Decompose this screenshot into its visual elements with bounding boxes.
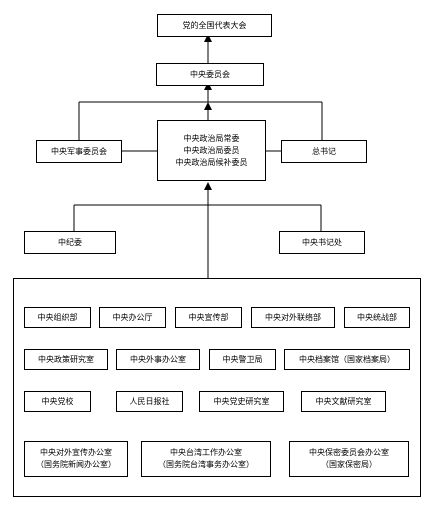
dept-external-publicity-box: 中央对外宣传办公室 （国务院新闻办公室） [24,441,128,477]
dept-label: 中央警卫局 [222,354,263,364]
dept-label: 中央对外宣传办公室 [40,448,112,457]
dept-taiwan-affairs-box: 中央台湾工作办公室 （国务院台湾事务办公室） [141,441,271,477]
dept-label: 中央保密委员会办公室 [309,448,389,457]
dept-sublabel: （国务院新闻办公室） [36,460,116,469]
politburo-box: 中央政治局常委 中央政治局委员 中央政治局候补委员 [157,120,266,181]
dept-label: 人民日报社 [129,396,170,406]
dept-label: 中央外事办公室 [130,354,186,364]
dept-party-school-box: 中央党校 [24,391,91,412]
dept-label: 中央统战部 [357,312,397,322]
dept-label: 中央宣传部 [188,312,229,322]
dept-label: 中央办公厅 [112,312,153,322]
dept-organization-box: 中央组织部 [24,307,91,328]
politburo-alternate-label: 中央政治局候补委员 [175,157,248,167]
dept-sublabel: （国家保密局） [321,460,377,469]
dept-archives-box: 中央档案馆（国家档案局） [284,349,410,370]
dept-label: 中央台湾工作办公室 [170,448,242,457]
dept-label: 中央档案馆（国家档案局） [299,354,395,364]
military-commission-label: 中央军事委员会 [51,146,107,156]
dept-united-front-box: 中央统战部 [344,307,410,328]
dept-international-liaison-box: 中央对外联络部 [251,307,335,328]
general-secretary-label: 总书记 [312,146,336,156]
politburo-standing-label: 中央政治局常委 [183,133,240,143]
secretariat-label: 中央书记处 [302,237,342,247]
discipline-commission-box: 中纪委 [24,231,116,254]
dept-literature-research-box: 中央文献研究室 [301,391,386,412]
dept-general-office-box: 中央办公厅 [99,307,166,328]
congress-label: 党的全国代表大会 [182,20,247,30]
dept-label: 中央党校 [41,396,74,406]
dept-foreign-affairs-box: 中央外事办公室 [116,349,200,370]
central-committee-label: 中央委员会 [190,69,230,79]
dept-peoples-daily-box: 人民日报社 [116,391,183,412]
general-secretary-box: 总书记 [281,140,367,163]
dept-guard-bureau-box: 中央警卫局 [209,349,276,370]
dept-label: 中央对外联络部 [265,312,321,322]
politburo-member-label: 中央政治局委员 [183,145,240,155]
dept-party-history-box: 中央党史研究室 [199,391,284,412]
departments-container [13,278,421,497]
dept-label: 中央政策研究室 [38,354,94,364]
dept-label: 中央文献研究室 [315,396,372,406]
dept-propaganda-box: 中央宣传部 [175,307,242,328]
congress-box: 党的全国代表大会 [157,14,272,37]
dept-sublabel: （国务院台湾事务办公室） [158,460,254,469]
secretariat-box: 中央书记处 [279,231,365,254]
dept-secrecy-box: 中央保密委员会办公室 （国家保密局） [289,441,409,477]
central-committee-box: 中央委员会 [156,63,264,86]
discipline-commission-label: 中纪委 [58,237,82,247]
dept-label: 中央组织部 [37,312,78,322]
military-commission-box: 中央军事委员会 [36,140,122,163]
dept-label: 中央党史研究室 [213,396,270,406]
dept-policy-research-box: 中央政策研究室 [24,349,108,370]
